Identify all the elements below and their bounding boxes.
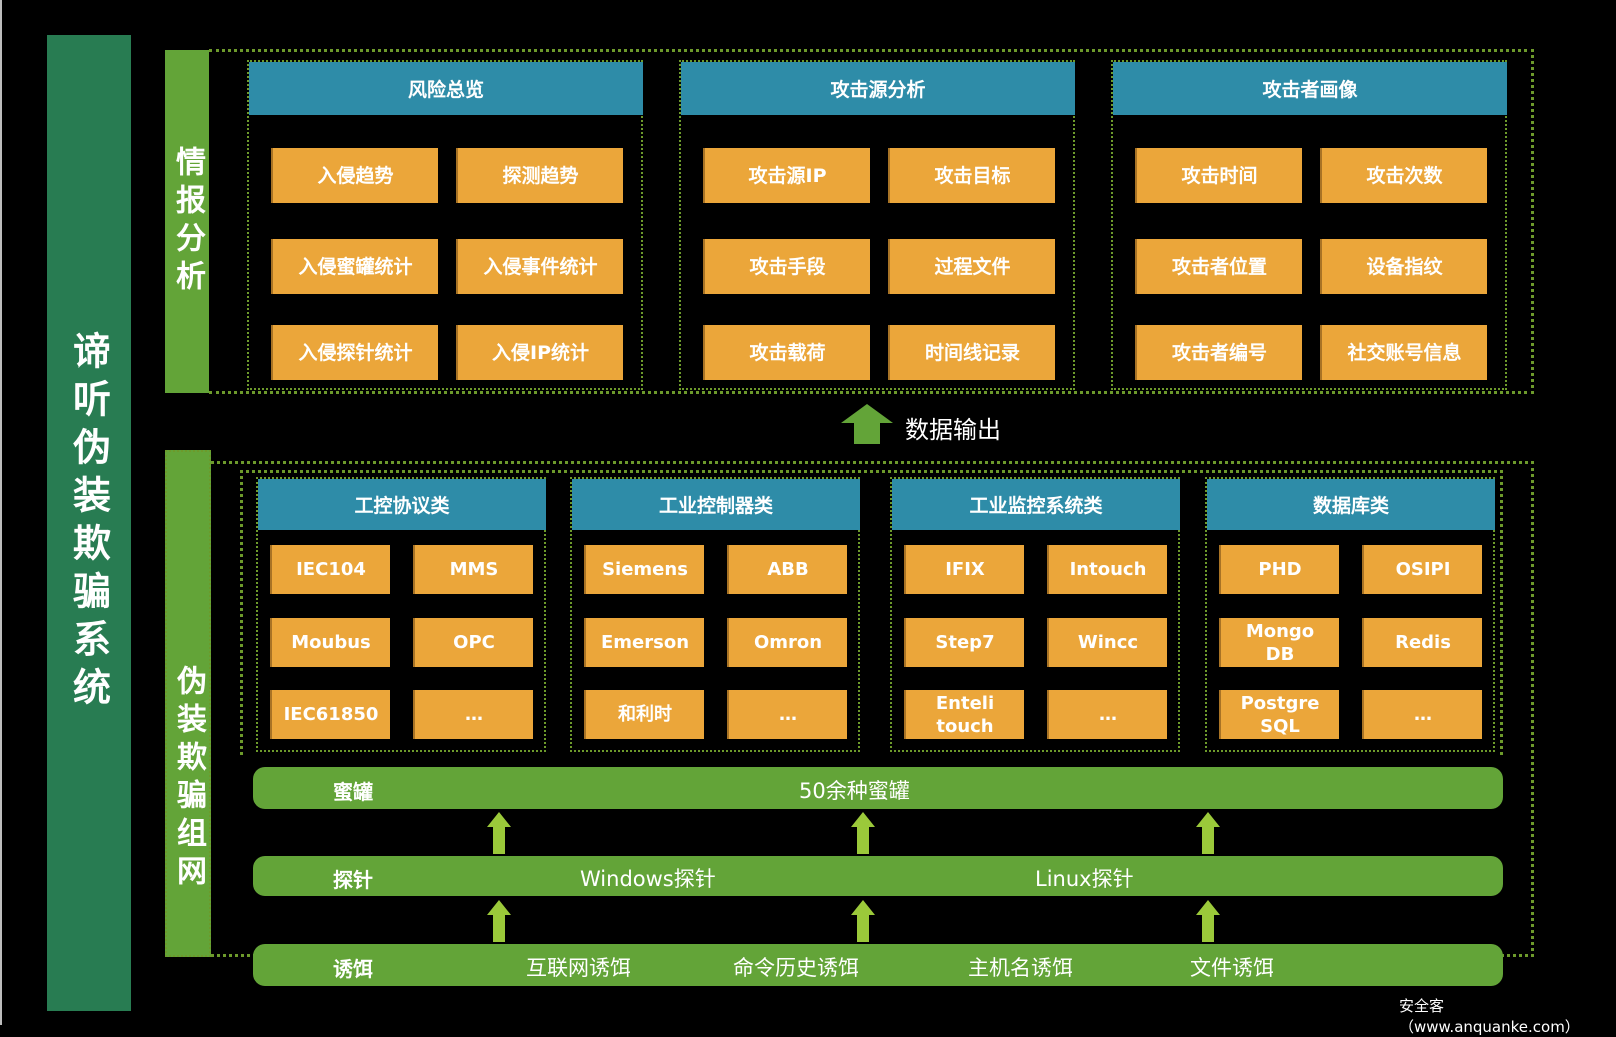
intel-group-header: 攻击者画像 <box>1113 62 1507 115</box>
intel-group-header: 攻击源分析 <box>681 62 1075 115</box>
intel-tile: 攻击源IP <box>703 148 870 203</box>
bait-band: 诱饵 互联网诱饵 命令历史诱饵 主机名诱饵 文件诱饵 <box>253 944 1503 986</box>
up-arrow-icon <box>851 900 875 946</box>
intel-tile: 探测趋势 <box>456 148 623 203</box>
up-arrow-icon <box>1196 812 1220 858</box>
deception-tile: Emerson <box>584 618 704 667</box>
intel-group-box <box>679 60 1075 390</box>
deception-tile: IEC61850 <box>270 690 390 739</box>
intel-tile: 攻击者位置 <box>1135 239 1302 294</box>
up-arrow-icon <box>487 900 511 946</box>
deception-tile: IFIX <box>904 545 1024 594</box>
intel-tile: 入侵IP统计 <box>456 325 623 380</box>
deception-tile: Intouch <box>1047 545 1167 594</box>
deception-tile: … <box>1047 690 1167 739</box>
deception-group-box <box>1205 477 1495 752</box>
deception-tile: … <box>1362 690 1482 739</box>
deception-tile: Enteli touch <box>904 690 1024 739</box>
intel-tile: 攻击次数 <box>1320 148 1487 203</box>
deception-group-box <box>890 477 1180 752</box>
intel-tile: 攻击时间 <box>1135 148 1302 203</box>
deception-group-header: 工业监控系统类 <box>892 479 1180 530</box>
deception-tile: Siemens <box>584 545 704 594</box>
deception-tile: Postgre SQL <box>1219 690 1339 739</box>
intel-side-label-bar: 情报分析 <box>165 50 209 393</box>
intel-side-label: 情报分析 <box>170 145 205 298</box>
bait-command-history: 命令历史诱饵 <box>733 956 859 980</box>
data-output-label: 数据输出 <box>905 416 1001 444</box>
probe-linux: Linux探针 <box>1035 867 1134 891</box>
intel-tile: 过程文件 <box>888 239 1055 294</box>
up-arrow-icon <box>851 812 875 858</box>
intel-tile: 攻击者编号 <box>1135 325 1302 380</box>
intel-tile: 设备指纹 <box>1320 239 1487 294</box>
up-arrow-icon <box>1196 900 1220 946</box>
deception-tile: ABB <box>727 545 847 594</box>
intel-tile: 攻击目标 <box>888 148 1055 203</box>
deception-tile: IEC104 <box>270 545 390 594</box>
deception-group-header: 数据库类 <box>1207 479 1495 530</box>
deception-tile: MMS <box>413 545 533 594</box>
intel-tile: 攻击手段 <box>703 239 870 294</box>
intel-tile: 时间线记录 <box>888 325 1055 380</box>
system-title: 谛听伪装欺骗系统 <box>66 331 111 715</box>
deception-tile: OPC <box>413 618 533 667</box>
intel-group-header: 风险总览 <box>249 62 643 115</box>
deception-tile: Omron <box>727 618 847 667</box>
intel-tile: 入侵事件统计 <box>456 239 623 294</box>
probe-windows: Windows探针 <box>580 867 716 891</box>
up-arrow-icon <box>487 812 511 858</box>
deception-tile: Mongo DB <box>1219 618 1339 667</box>
probe-band: 探针 Windows探针 Linux探针 <box>253 856 1503 896</box>
intel-group-box <box>247 60 643 390</box>
intel-tile: 社交账号信息 <box>1320 325 1487 380</box>
bait-internet: 互联网诱饵 <box>526 956 631 980</box>
intel-group-box <box>1111 60 1507 390</box>
deception-tile: … <box>413 690 533 739</box>
intel-tile: 入侵趋势 <box>271 148 438 203</box>
intel-tile: 攻击载荷 <box>703 325 870 380</box>
intel-tile: 入侵探针统计 <box>271 325 438 380</box>
bait-label: 诱饵 <box>333 957 373 981</box>
deception-side-label-bar: 伪装欺骗组网 <box>165 450 211 957</box>
bait-hostname: 主机名诱饵 <box>968 956 1073 980</box>
deception-tile: Redis <box>1362 618 1482 667</box>
honeypot-band: 蜜罐 50余种蜜罐 <box>253 767 1503 809</box>
deception-group-box <box>570 477 860 752</box>
honeypot-label: 蜜罐 <box>333 780 373 804</box>
deception-group-box <box>256 477 546 752</box>
intel-tile: 入侵蜜罐统计 <box>271 239 438 294</box>
deception-tile: PHD <box>1219 545 1339 594</box>
deception-tile: 和利时 <box>584 690 704 739</box>
deception-tile: Wincc <box>1047 618 1167 667</box>
intel-section <box>209 49 1534 394</box>
deception-inner-section <box>240 470 1503 755</box>
deception-tile: Moubus <box>270 618 390 667</box>
deception-tile: OSIPI <box>1362 545 1482 594</box>
deception-tile: Step7 <box>904 618 1024 667</box>
deception-group-header: 工业控制器类 <box>572 479 860 530</box>
honeypot-text: 50余种蜜罐 <box>799 779 910 803</box>
system-title-bar: 谛听伪装欺骗系统 <box>47 35 131 1011</box>
watermark: 安全客（www.anquanke.com） <box>1399 997 1580 1036</box>
up-arrow-icon <box>841 404 893 444</box>
bait-file: 文件诱饵 <box>1190 956 1274 980</box>
deception-group-header: 工控协议类 <box>258 479 546 530</box>
deception-tile: … <box>727 690 847 739</box>
deception-side-label: 伪装欺骗组网 <box>171 664 206 893</box>
data-output-arrow <box>841 404 893 448</box>
probe-label: 探针 <box>333 868 373 892</box>
